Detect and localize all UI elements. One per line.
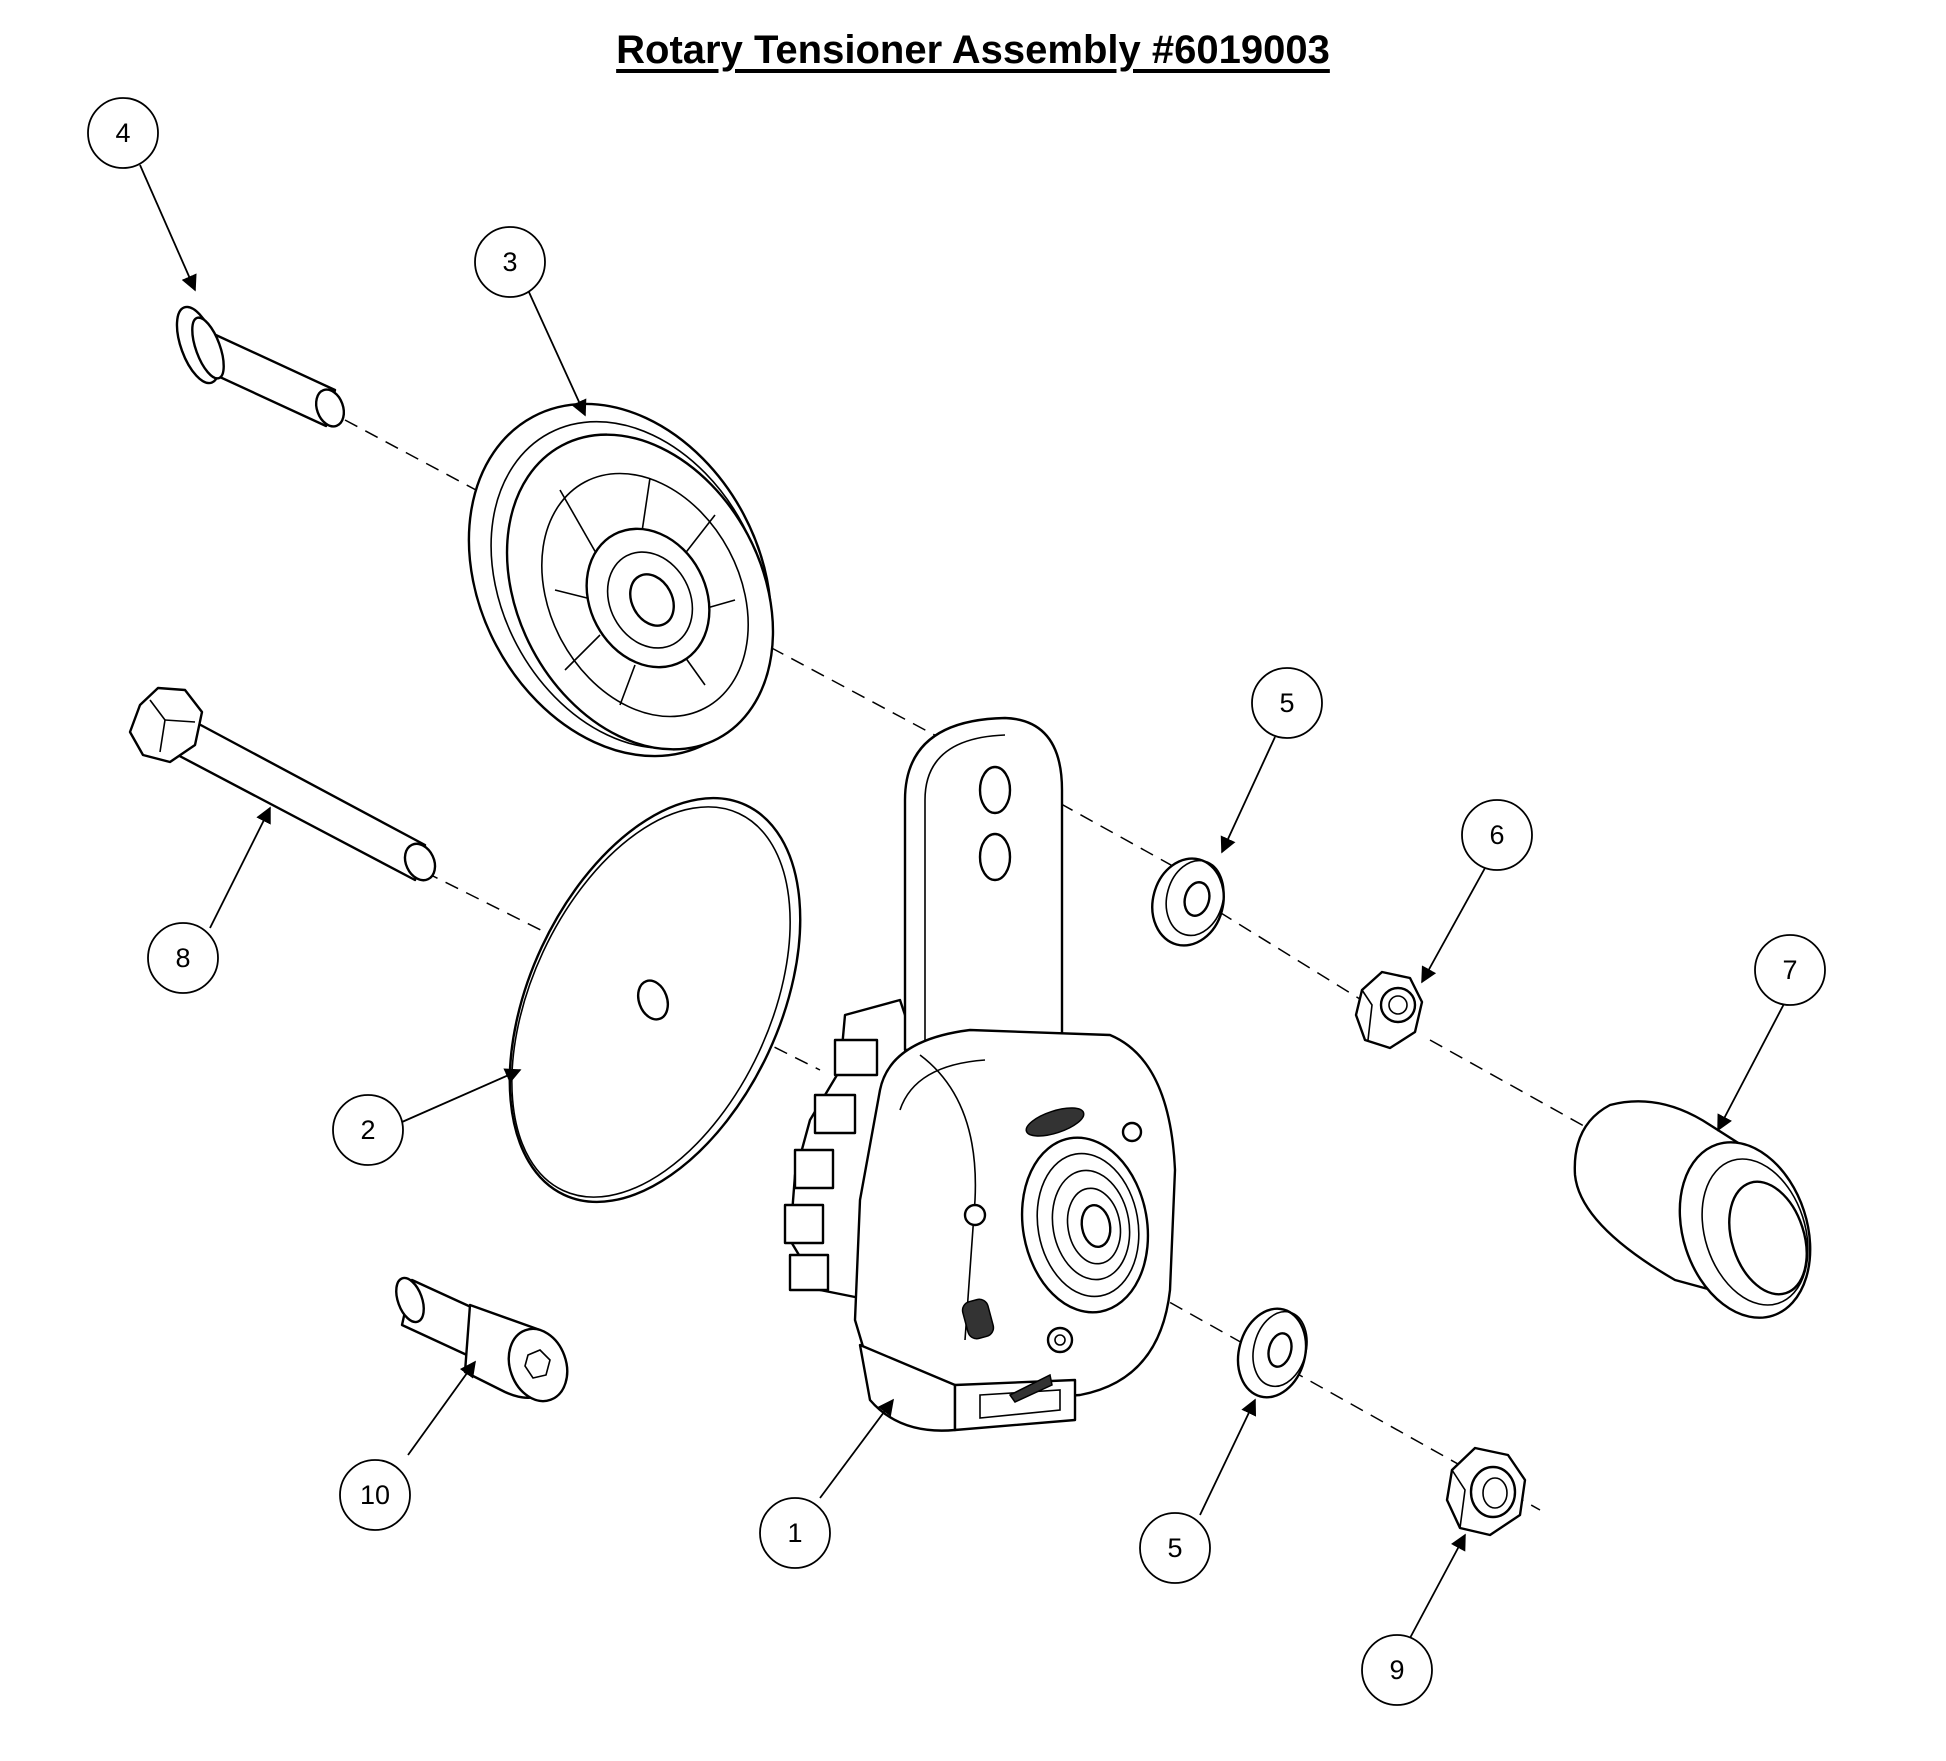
part-5-lower-washer bbox=[1236, 1307, 1308, 1399]
callout-5-upper-label: 5 bbox=[1279, 688, 1294, 718]
callout-1-label: 1 bbox=[787, 1518, 802, 1548]
callout-6-label: 6 bbox=[1489, 820, 1504, 850]
part-1-tensioner-body bbox=[783, 716, 1177, 1432]
part-10-shoulder-bolt bbox=[395, 1276, 569, 1403]
callout-6: 6 bbox=[1461, 799, 1533, 871]
callout-9: 9 bbox=[1361, 1634, 1433, 1706]
part-3-pulley bbox=[467, 402, 775, 758]
callout-3: 3 bbox=[474, 226, 546, 298]
part-9-hex-nut bbox=[1445, 1446, 1527, 1537]
callout-4-label: 4 bbox=[115, 118, 130, 148]
callout-8-label: 8 bbox=[175, 943, 190, 973]
callout-9-label: 9 bbox=[1389, 1655, 1404, 1685]
diagram-title: Rotary Tensioner Assembly #6019003 bbox=[616, 28, 1330, 72]
callout-1: 1 bbox=[759, 1497, 831, 1569]
callout-2-label: 2 bbox=[360, 1115, 375, 1145]
callout-3-label: 3 bbox=[502, 247, 517, 277]
callout-2: 2 bbox=[332, 1094, 404, 1166]
callout-8: 8 bbox=[147, 922, 219, 994]
callout-7: 7 bbox=[1754, 934, 1826, 1006]
part-4-shoulder-pin bbox=[175, 305, 346, 428]
callout-5-lower: 5 bbox=[1139, 1512, 1211, 1584]
callout-7-label: 7 bbox=[1782, 955, 1797, 985]
callout-4: 4 bbox=[87, 97, 159, 169]
callout-5-upper: 5 bbox=[1251, 667, 1323, 739]
part-8-hex-bolt bbox=[128, 686, 437, 882]
callout-10: 10 bbox=[339, 1459, 411, 1531]
callout-10-label: 10 bbox=[360, 1480, 390, 1510]
part-2-disc-washer bbox=[508, 796, 802, 1204]
part-7-handle-knob bbox=[1573, 1100, 1812, 1319]
callout-5-lower-label: 5 bbox=[1167, 1533, 1182, 1563]
leader-lines bbox=[139, 164, 1786, 1639]
part-5-upper-washer bbox=[1151, 857, 1225, 947]
part-6-lock-nut bbox=[1354, 970, 1424, 1050]
